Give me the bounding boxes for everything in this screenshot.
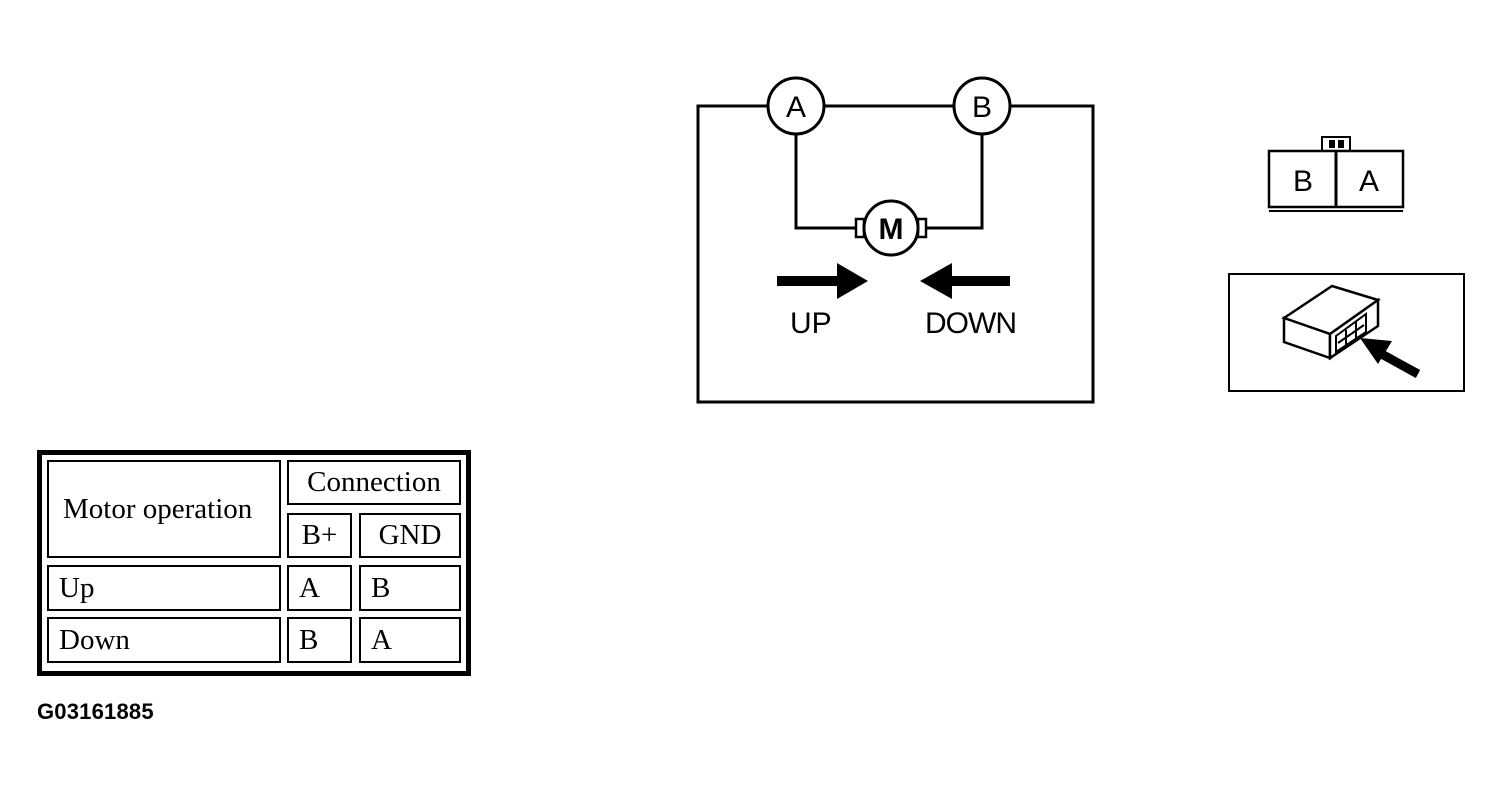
header-motor-operation: Motor operation — [47, 460, 281, 558]
row-up-gnd: B — [359, 565, 461, 611]
connection-table: Motor operation Connection B+ GND Up A B… — [37, 450, 471, 676]
header-gnd: GND — [359, 513, 461, 558]
row-up-bplus: A — [287, 565, 352, 611]
row-up-operation: Up — [47, 565, 281, 611]
motor-label: M — [879, 213, 904, 246]
connector-view — [1228, 273, 1465, 392]
header-bplus: B+ — [287, 513, 352, 558]
row-down-bplus: B — [287, 617, 352, 663]
wire-a — [794, 130, 858, 230]
terminal-b: B — [952, 76, 1012, 136]
terminal-b-label: B — [972, 91, 992, 124]
insert-arrow-icon — [1360, 338, 1421, 378]
up-label: UP — [790, 307, 832, 340]
connector-face: B A — [1267, 136, 1405, 212]
row-down-operation: Down — [47, 617, 281, 663]
down-label: DOWN — [925, 307, 1016, 340]
connector-pin-a: A — [1359, 165, 1379, 198]
terminal-a-label: A — [786, 91, 806, 124]
row-down-gnd: A — [359, 617, 461, 663]
circuit-frame — [696, 104, 1095, 404]
header-connection: Connection — [287, 460, 461, 505]
up-arrow-icon — [777, 263, 868, 299]
motor-symbol: M — [854, 199, 928, 257]
wire-b — [924, 130, 984, 230]
terminal-a: A — [766, 76, 826, 136]
connector-pin-b: B — [1293, 165, 1313, 198]
figure-code: G03161885 — [37, 699, 154, 724]
down-arrow-icon — [920, 263, 1010, 299]
